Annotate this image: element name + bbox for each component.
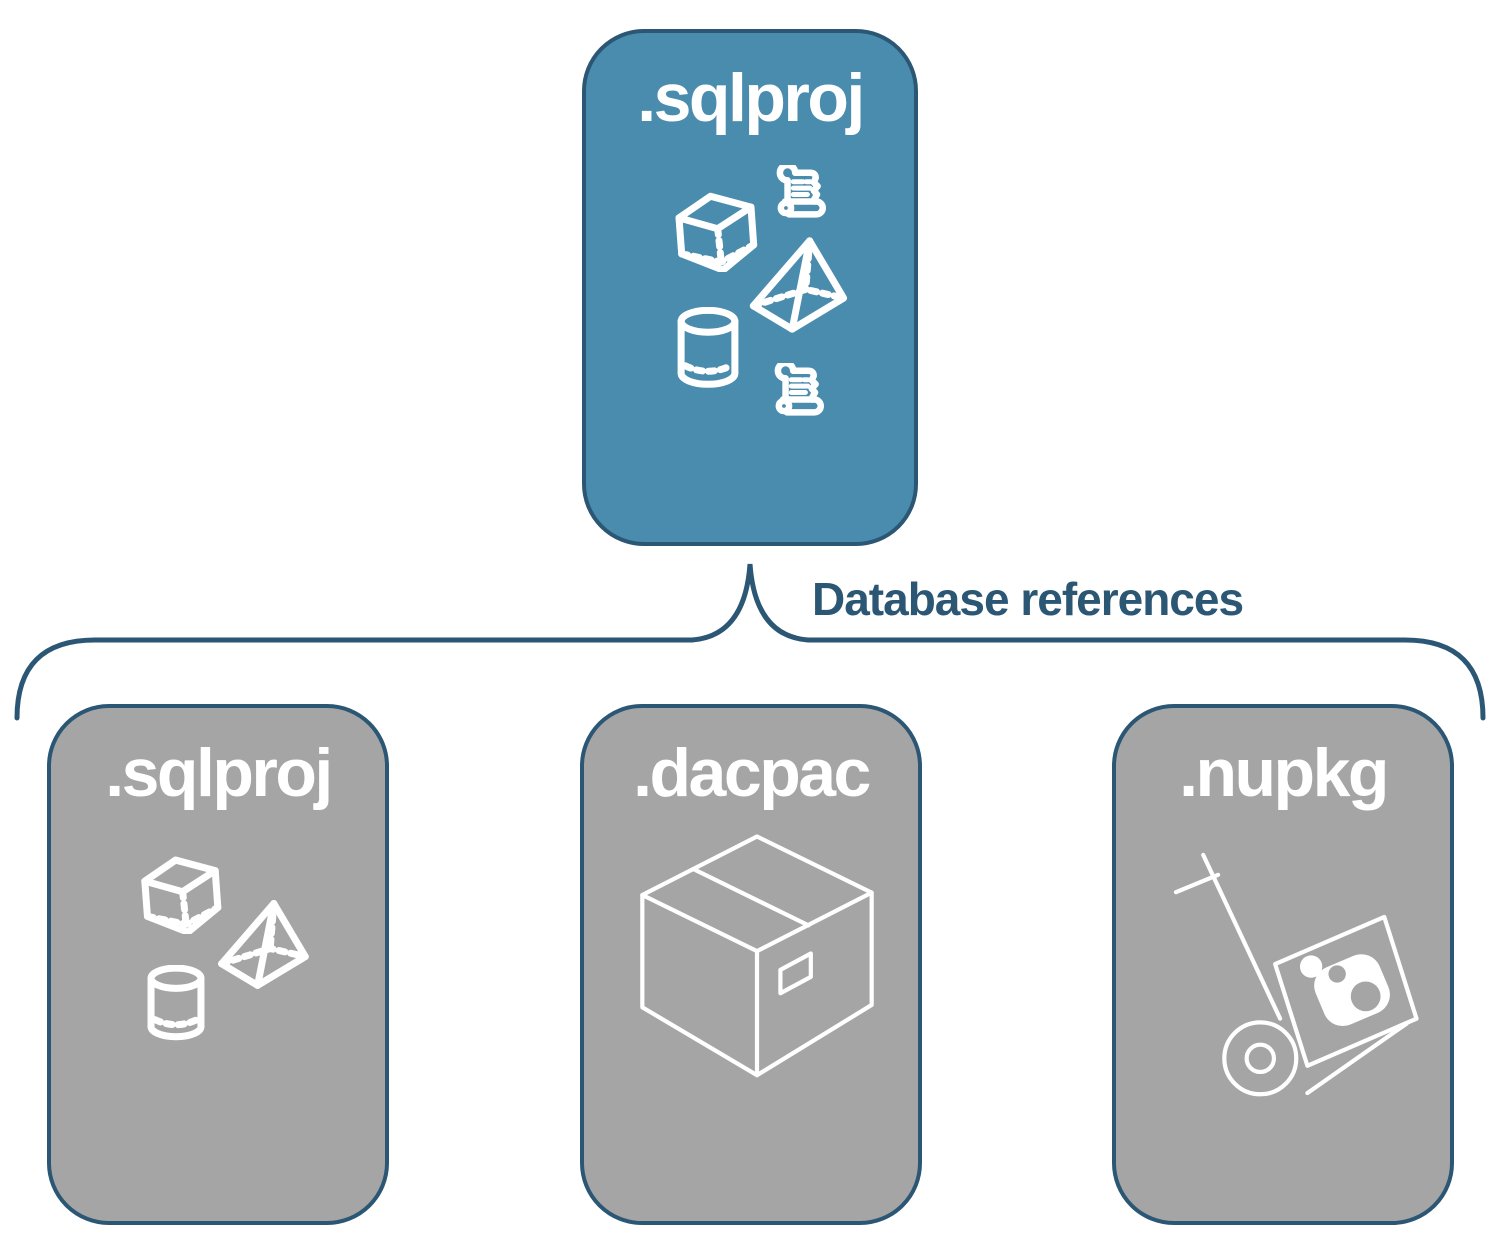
node-child-title: .sqlproj: [105, 735, 333, 811]
cube-icon: [136, 853, 224, 934]
node-child-dacpac: .dacpac: [580, 704, 922, 1225]
cylinder-icon: [144, 965, 208, 1043]
nuget-logo-blob: [1299, 954, 1390, 1027]
scroll-icon: [769, 165, 833, 224]
node-child-title: .nupkg: [1179, 735, 1389, 811]
pyramid-icon: [213, 899, 313, 989]
package-box-icon: [640, 834, 874, 1080]
node-root-title: .sqlproj: [637, 60, 865, 136]
node-child-sqlproj: .sqlproj: [47, 704, 389, 1225]
cylinder-icon: [674, 307, 742, 391]
node-child-title: .dacpac: [633, 735, 871, 811]
hand-truck-nuget-icon: [1171, 850, 1419, 1098]
pyramid-icon: [744, 236, 852, 333]
scroll-icon: [767, 363, 831, 422]
cube-icon: [670, 189, 760, 272]
brace-label: Database references: [812, 573, 1244, 625]
node-root-sqlproj: .sqlproj: [582, 29, 918, 546]
node-child-nupkg: .nupkg: [1112, 704, 1454, 1225]
